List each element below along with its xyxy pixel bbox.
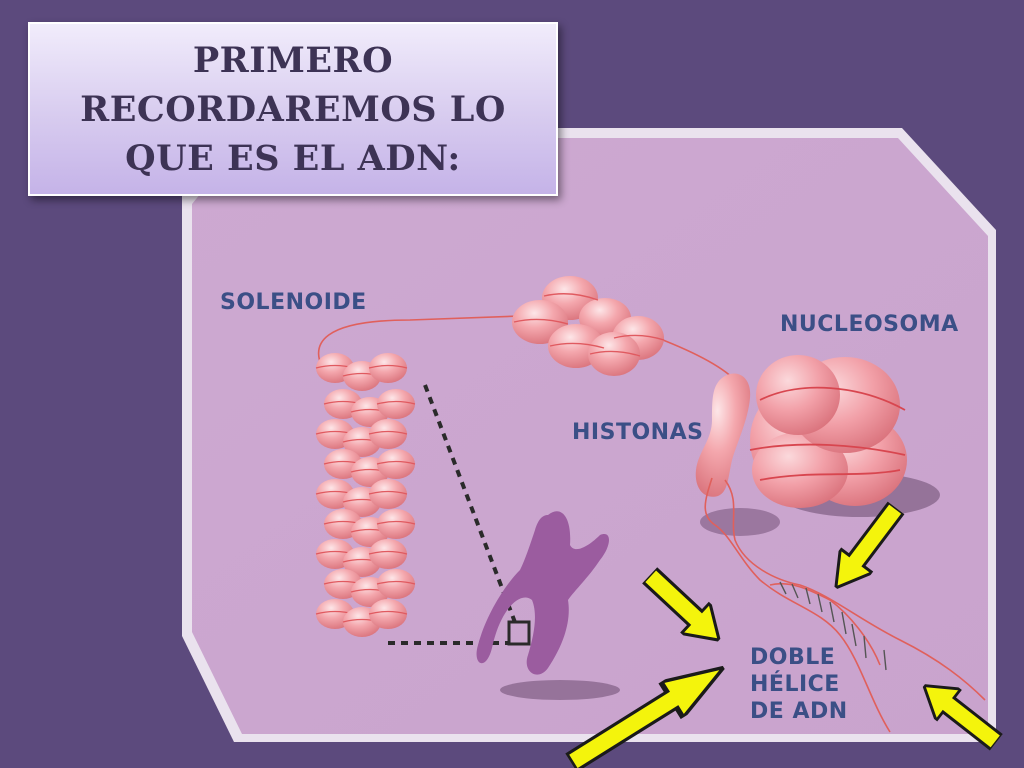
label-doble-helice-line-1: DOBLE <box>750 645 836 670</box>
solenoide-bead-line <box>376 460 416 465</box>
label-doble-helice-line-2: HÉLICE <box>750 672 840 697</box>
label-histonas: HISTONAS <box>572 420 704 445</box>
label-nucleosoma: NUCLEOSOMA <box>780 312 959 337</box>
solenoide-bead <box>369 539 407 569</box>
solenoide-bead <box>369 419 407 449</box>
solenoide-bead <box>377 389 415 419</box>
solenoide-bead-line <box>368 550 408 555</box>
chromosome <box>476 511 620 700</box>
solenoide-bead-line <box>376 400 416 405</box>
solenoide-coil <box>315 353 416 637</box>
solenoide-bead <box>377 509 415 539</box>
solenoide-bead-line <box>368 490 408 495</box>
dna-double-helix <box>704 477 986 733</box>
label-doble-helice: DOBLE HÉLICE DE ADN <box>750 644 870 725</box>
label-doble-helice-line-3: DE ADN <box>750 699 848 724</box>
solenoide-bead-line <box>376 520 416 525</box>
solenoide-bead-line <box>368 364 408 369</box>
title-box: PRIMERO RECORDAREMOS LO QUE ES EL ADN: <box>28 22 558 196</box>
title-line-3: QUE ES EL ADN: <box>125 137 461 179</box>
chromatin-beads <box>512 276 665 376</box>
solenoide-bead <box>369 353 407 383</box>
solenoide-bead-line <box>368 430 408 435</box>
solenoide-bead <box>369 599 407 629</box>
title-line-2: RECORDAREMOS LO <box>80 88 506 130</box>
solenoide-bead <box>377 569 415 599</box>
nucleosoma-shape <box>749 355 940 517</box>
title-line-1: PRIMERO <box>192 39 394 81</box>
zoom-connector <box>388 384 518 645</box>
solenoide-bead-line <box>376 580 416 585</box>
solenoide-bead-line <box>368 610 408 615</box>
solenoide-bead <box>369 479 407 509</box>
label-solenoide: SOLENOIDE <box>220 290 367 315</box>
solenoide-bead <box>377 449 415 479</box>
